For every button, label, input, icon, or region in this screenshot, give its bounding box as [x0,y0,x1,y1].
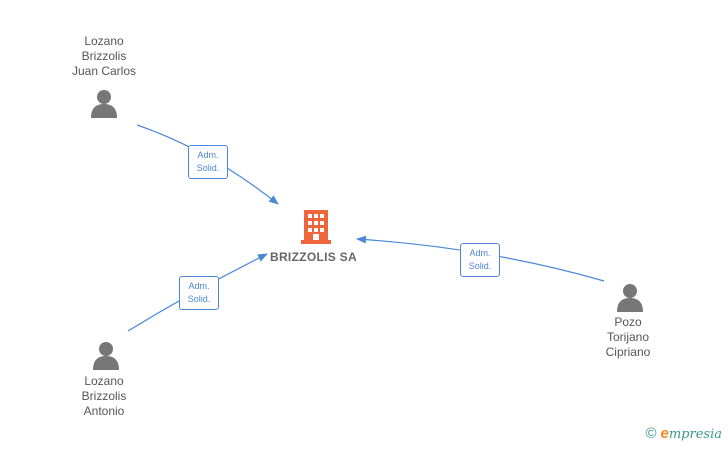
name-line: Cipriano [605,345,651,359]
brand-initial: e [660,425,669,442]
brand-watermark: © empresia [645,425,722,442]
name-line: Lozano [84,34,124,48]
edge-label-line: Solid. [196,163,220,173]
person-icon[interactable] [89,88,119,118]
name-line: Brizzolis [81,49,127,63]
name-line: Pozo [614,315,642,329]
edge-label-right: Adm. Solid. [460,243,500,277]
person-label-cipriano[interactable]: Pozo Torijano Cipriano [563,315,693,360]
edge-label-line: Adm. [188,281,210,291]
person-label-antonio[interactable]: Lozano Brizzolis Antonio [39,374,169,419]
edge-label-line: Solid. [187,294,211,304]
copyright-symbol: © [645,425,657,442]
company-label[interactable]: BRIZZOLIS SA [270,250,357,264]
building-icon[interactable] [301,210,331,244]
edge-label-line: Adm. [469,248,491,258]
name-line: Antonio [83,404,125,418]
edge-label-top-left: Adm. Solid. [188,145,228,179]
name-line: Brizzolis [81,389,127,403]
name-line: Torijano [606,330,650,344]
edge-label-line: Adm. [197,150,219,160]
edge-label-bottom-left: Adm. Solid. [179,276,219,310]
person-label-juan-carlos[interactable]: Lozano Brizzolis Juan Carlos [39,34,169,79]
name-line: Lozano [84,374,124,388]
brand-rest: mpresia [668,427,722,442]
person-icon[interactable] [615,282,645,312]
name-line: Juan Carlos [71,64,137,78]
edge-label-line: Solid. [468,261,492,271]
brand-name: empresia [661,425,722,442]
person-icon[interactable] [91,340,121,370]
